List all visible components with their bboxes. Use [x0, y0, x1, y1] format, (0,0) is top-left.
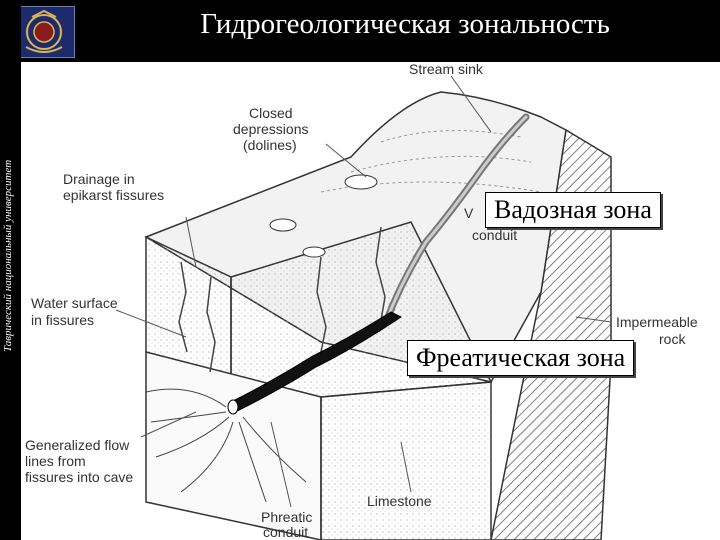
label-phreatic-2: conduit: [263, 524, 308, 540]
label-vadose-1: V: [464, 205, 474, 221]
label-phreatic-1: Phreatic: [261, 509, 312, 525]
label-closed-2: depressions: [233, 121, 309, 137]
label-drainage-1: Drainage in: [63, 171, 135, 187]
label-impermeable-1: Impermeable: [616, 314, 698, 330]
karst-diagram: Stream sink Closed depressions (dolines)…: [25, 62, 698, 540]
label-flow-3: fissures into cave: [25, 469, 133, 485]
flow-lines: [145, 388, 307, 503]
label-vadose-2: conduit: [472, 227, 517, 243]
diagram-panel: Stream sink Closed depressions (dolines)…: [21, 62, 720, 540]
page-title: Гидрогеологическая зональность: [200, 8, 610, 40]
label-flow-2: lines from: [25, 453, 86, 469]
doline: [269, 218, 297, 232]
label-water-surface-2: in fissures: [31, 312, 94, 328]
vadose-zone-label: Вадозная зона: [485, 192, 661, 228]
university-logo: [13, 6, 75, 58]
lower-block-front: [145, 351, 322, 540]
label-water-surface-1: Water surface: [31, 295, 118, 311]
doline: [302, 246, 326, 258]
label-impermeable-2: rock: [659, 331, 686, 347]
label-drainage-2: epikarst fissures: [63, 187, 164, 203]
doline: [344, 174, 378, 190]
label-closed-3: (dolines): [243, 137, 297, 153]
title-bar: Гидрогеологическая зональность: [0, 0, 720, 62]
lower-block-side: [320, 381, 492, 540]
land-surface: [144, 91, 567, 383]
label-closed-1: Closed: [249, 105, 293, 121]
phreatic-zone-label: Фреатическая зона: [407, 340, 635, 376]
phreatic-conduit: [230, 311, 402, 413]
sidebar: Таврический национальный университет: [0, 0, 21, 540]
label-stream-sink: Stream sink: [409, 62, 484, 77]
label-flow-1: Generalized flow: [25, 437, 130, 453]
label-limestone: Limestone: [367, 493, 432, 509]
